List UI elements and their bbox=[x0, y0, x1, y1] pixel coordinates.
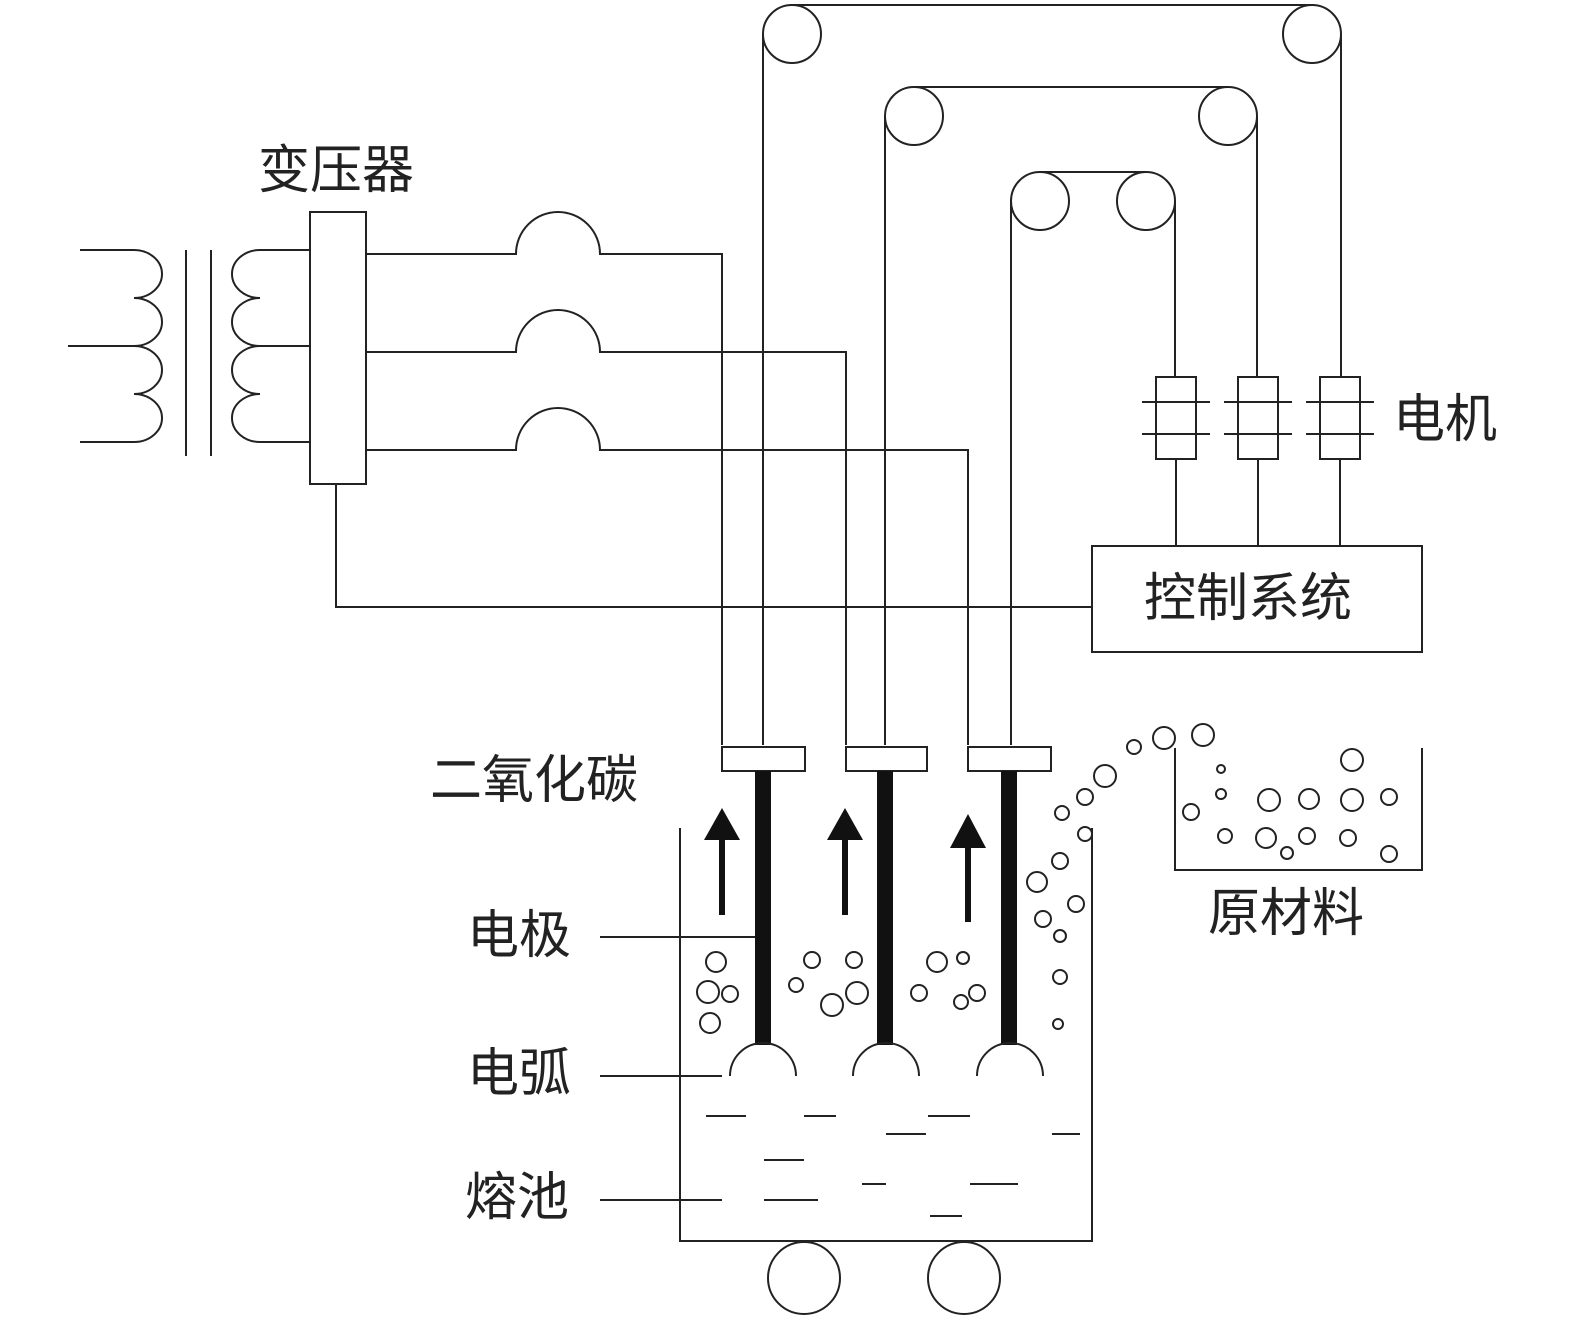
co2-arrow-1 bbox=[704, 808, 740, 915]
electrode-label: 电极 bbox=[467, 906, 572, 966]
electrode-holder-3 bbox=[968, 747, 1051, 771]
control-system-box bbox=[1092, 546, 1422, 652]
power-line-a bbox=[366, 212, 722, 745]
motor-2 bbox=[1224, 377, 1292, 546]
motor-label: 电机 bbox=[1393, 390, 1498, 450]
furnace-bubbles bbox=[697, 952, 985, 1033]
co2-arrow-2 bbox=[827, 808, 863, 915]
transformer-secondary-coil bbox=[232, 250, 310, 442]
power-line-b bbox=[366, 310, 846, 745]
electrode-rod-1 bbox=[755, 771, 771, 1045]
outer-cable bbox=[763, 5, 1341, 745]
co2-arrow-3 bbox=[950, 814, 986, 922]
arc-1 bbox=[730, 1043, 796, 1076]
electrode-rod-2 bbox=[877, 771, 893, 1045]
raw-material-label: 原材料 bbox=[1208, 884, 1365, 944]
electrode-rod-3 bbox=[1001, 771, 1017, 1045]
arc-2 bbox=[853, 1043, 919, 1076]
transformer-core bbox=[186, 250, 211, 456]
motor-1 bbox=[1142, 377, 1210, 546]
middle-cable bbox=[885, 87, 1257, 745]
arc-label: 电弧 bbox=[467, 1044, 572, 1104]
electrode-holder-2 bbox=[846, 747, 927, 771]
arc-3 bbox=[977, 1043, 1043, 1076]
raw-material-hopper bbox=[1175, 748, 1422, 870]
transformer-terminal-box bbox=[310, 212, 366, 484]
transformer-control-line bbox=[336, 484, 1092, 607]
control-system-label: 控制系统 bbox=[1144, 569, 1353, 629]
motor-3 bbox=[1306, 377, 1374, 546]
electrode-holder-1 bbox=[722, 747, 805, 771]
melt-pool-surface bbox=[706, 1116, 1080, 1216]
bottom-roller-1 bbox=[768, 1242, 840, 1314]
feed-stream-particles bbox=[1027, 724, 1214, 1029]
co2-label: 二氧化碳 bbox=[430, 751, 639, 811]
inner-cable bbox=[1011, 172, 1175, 745]
melt-pool-label: 熔池 bbox=[465, 1168, 570, 1228]
raw-material-particles bbox=[1183, 749, 1397, 862]
transformer-primary-coil bbox=[68, 250, 162, 442]
power-line-c bbox=[366, 408, 968, 745]
transformer-label: 变压器 bbox=[258, 141, 415, 201]
furnace-vessel bbox=[680, 828, 1092, 1241]
bottom-roller-2 bbox=[928, 1242, 1000, 1314]
